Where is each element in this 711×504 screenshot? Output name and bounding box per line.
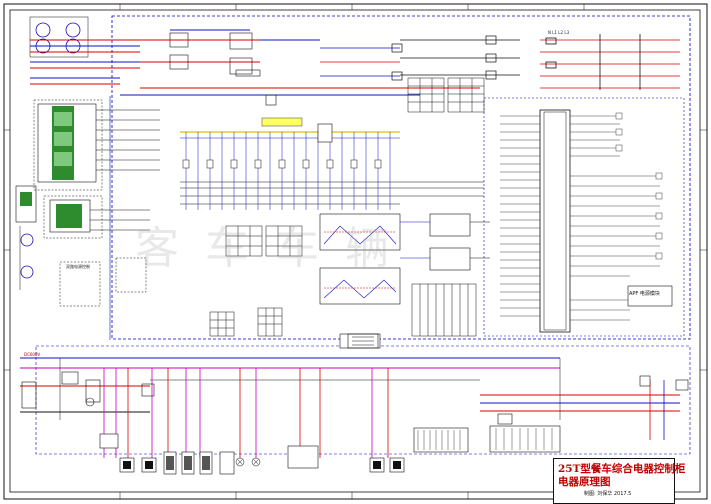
title-block: 25T型餐车综合电器控制柜 电器原理图 制图: 刘保华 2017.5 <box>553 458 685 504</box>
middle-relay-coils <box>182 159 382 169</box>
lower-dashed-region <box>35 345 691 455</box>
left-meters <box>19 226 34 290</box>
lower-vertical-feeders <box>103 368 665 458</box>
middle-relay-ladder <box>180 131 484 205</box>
cable-connector <box>347 333 379 349</box>
plc-output-pins <box>570 115 660 321</box>
yellow-annotation <box>261 117 303 127</box>
lower-lamps <box>235 457 261 467</box>
grid-label: N L1 L2 L3 <box>548 30 570 35</box>
top-right-power <box>540 34 680 90</box>
mid-tables <box>209 225 303 337</box>
contactor-blocks <box>169 32 277 106</box>
input-transformers <box>29 16 89 58</box>
panel-label: 双路电源控制 <box>66 264 90 269</box>
middle-vertical-drops <box>185 132 391 210</box>
main-dashed-region <box>111 15 691 340</box>
lower-right-contactors <box>497 375 689 425</box>
left-green-modules <box>15 103 97 233</box>
drawn-by: 制图: 刘保华 2017.5 <box>584 491 632 497</box>
lower-load-fills <box>123 456 401 470</box>
plc-module <box>539 109 571 333</box>
converter-wires <box>400 221 490 259</box>
lower-mid-grid <box>411 283 477 337</box>
small-component <box>317 123 333 143</box>
heater-elements <box>417 428 553 450</box>
left-vertical-wires <box>90 96 160 340</box>
apf-module-box <box>627 285 673 307</box>
lower-bus <box>20 357 680 420</box>
drawing-title: 25T型餐车综合电器控制柜 <box>558 463 686 475</box>
lower-left-breakers <box>21 371 155 409</box>
power-label: DC600V <box>24 352 41 357</box>
left-groups <box>33 99 147 307</box>
drawing-subtitle: 电器原理图 <box>558 476 611 488</box>
plc-dashed-region <box>483 97 685 337</box>
watermark: 客 车 车 辆 <box>135 223 395 274</box>
relay-coils-top <box>320 35 520 81</box>
timing-charts <box>319 213 401 305</box>
apf-label: APF 电源模块 <box>629 291 660 297</box>
inner-frame <box>9 9 701 493</box>
io-tables-top <box>407 77 485 113</box>
plc-output-coils <box>615 112 663 260</box>
outer-frame <box>3 3 708 500</box>
plc-input-pins <box>500 115 540 317</box>
